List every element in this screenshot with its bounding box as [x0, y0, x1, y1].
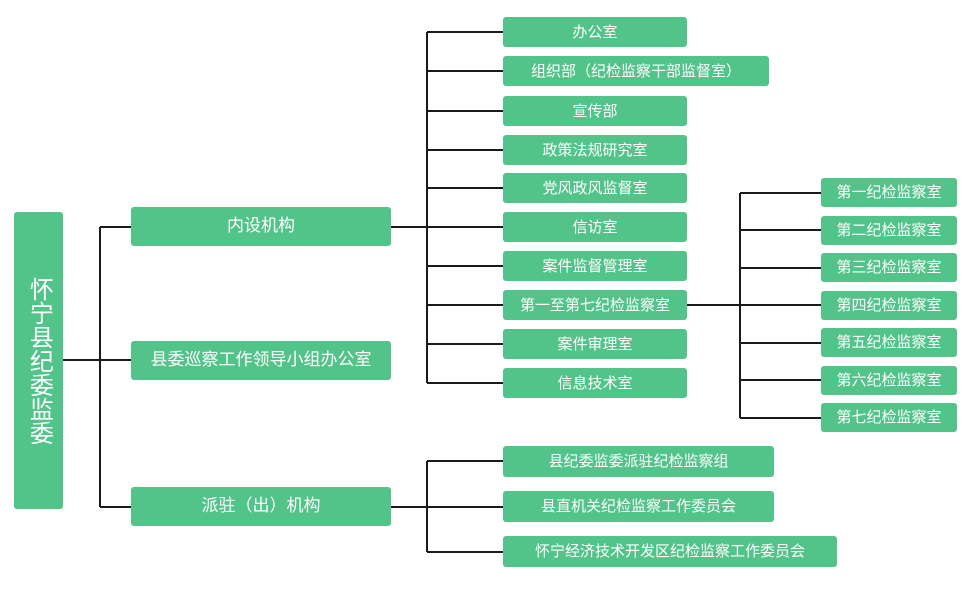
- discipline-room-3: 第三纪检监察室: [821, 253, 957, 282]
- dept-petition: 信访室: [503, 212, 687, 242]
- branch-internal-departments: 内设机构: [131, 207, 391, 246]
- agency-dispatched-group: 县纪委监委派驻纪检监察组: [503, 446, 774, 477]
- dept-case-review: 案件审理室: [503, 329, 687, 359]
- dept-information-technology: 信息技术室: [503, 368, 687, 398]
- dept-organization: 组织部（纪检监察干部监督室）: [503, 56, 769, 86]
- dept-publicity: 宣传部: [503, 96, 687, 126]
- discipline-room-5: 第五纪检监察室: [821, 328, 957, 357]
- root-node-huaining-discipline-commission: 怀宁县纪委监委: [14, 212, 63, 509]
- discipline-room-2: 第二纪检监察室: [821, 216, 957, 245]
- dept-party-conduct: 党风政风监督室: [503, 173, 687, 203]
- discipline-room-4: 第四纪检监察室: [821, 291, 957, 320]
- discipline-room-1: 第一纪检监察室: [821, 178, 957, 207]
- dept-general-office: 办公室: [503, 17, 687, 47]
- branch-dispatched-agencies: 派驻（出）机构: [131, 487, 391, 526]
- agency-county-organs-committee: 县直机关纪检监察工作委员会: [503, 491, 774, 522]
- dept-discipline-rooms-1-7: 第一至第七纪检监察室: [503, 290, 687, 320]
- branch-inspection-office: 县委巡察工作领导小组办公室: [131, 341, 391, 380]
- dept-case-supervision: 案件监督管理室: [503, 251, 687, 281]
- discipline-room-6: 第六纪检监察室: [821, 366, 957, 395]
- dept-policy-research: 政策法规研究室: [503, 135, 687, 165]
- discipline-room-7: 第七纪检监察室: [821, 403, 957, 432]
- agency-development-zone-committee: 怀宁经济技术开发区纪检监察工作委员会: [503, 536, 837, 567]
